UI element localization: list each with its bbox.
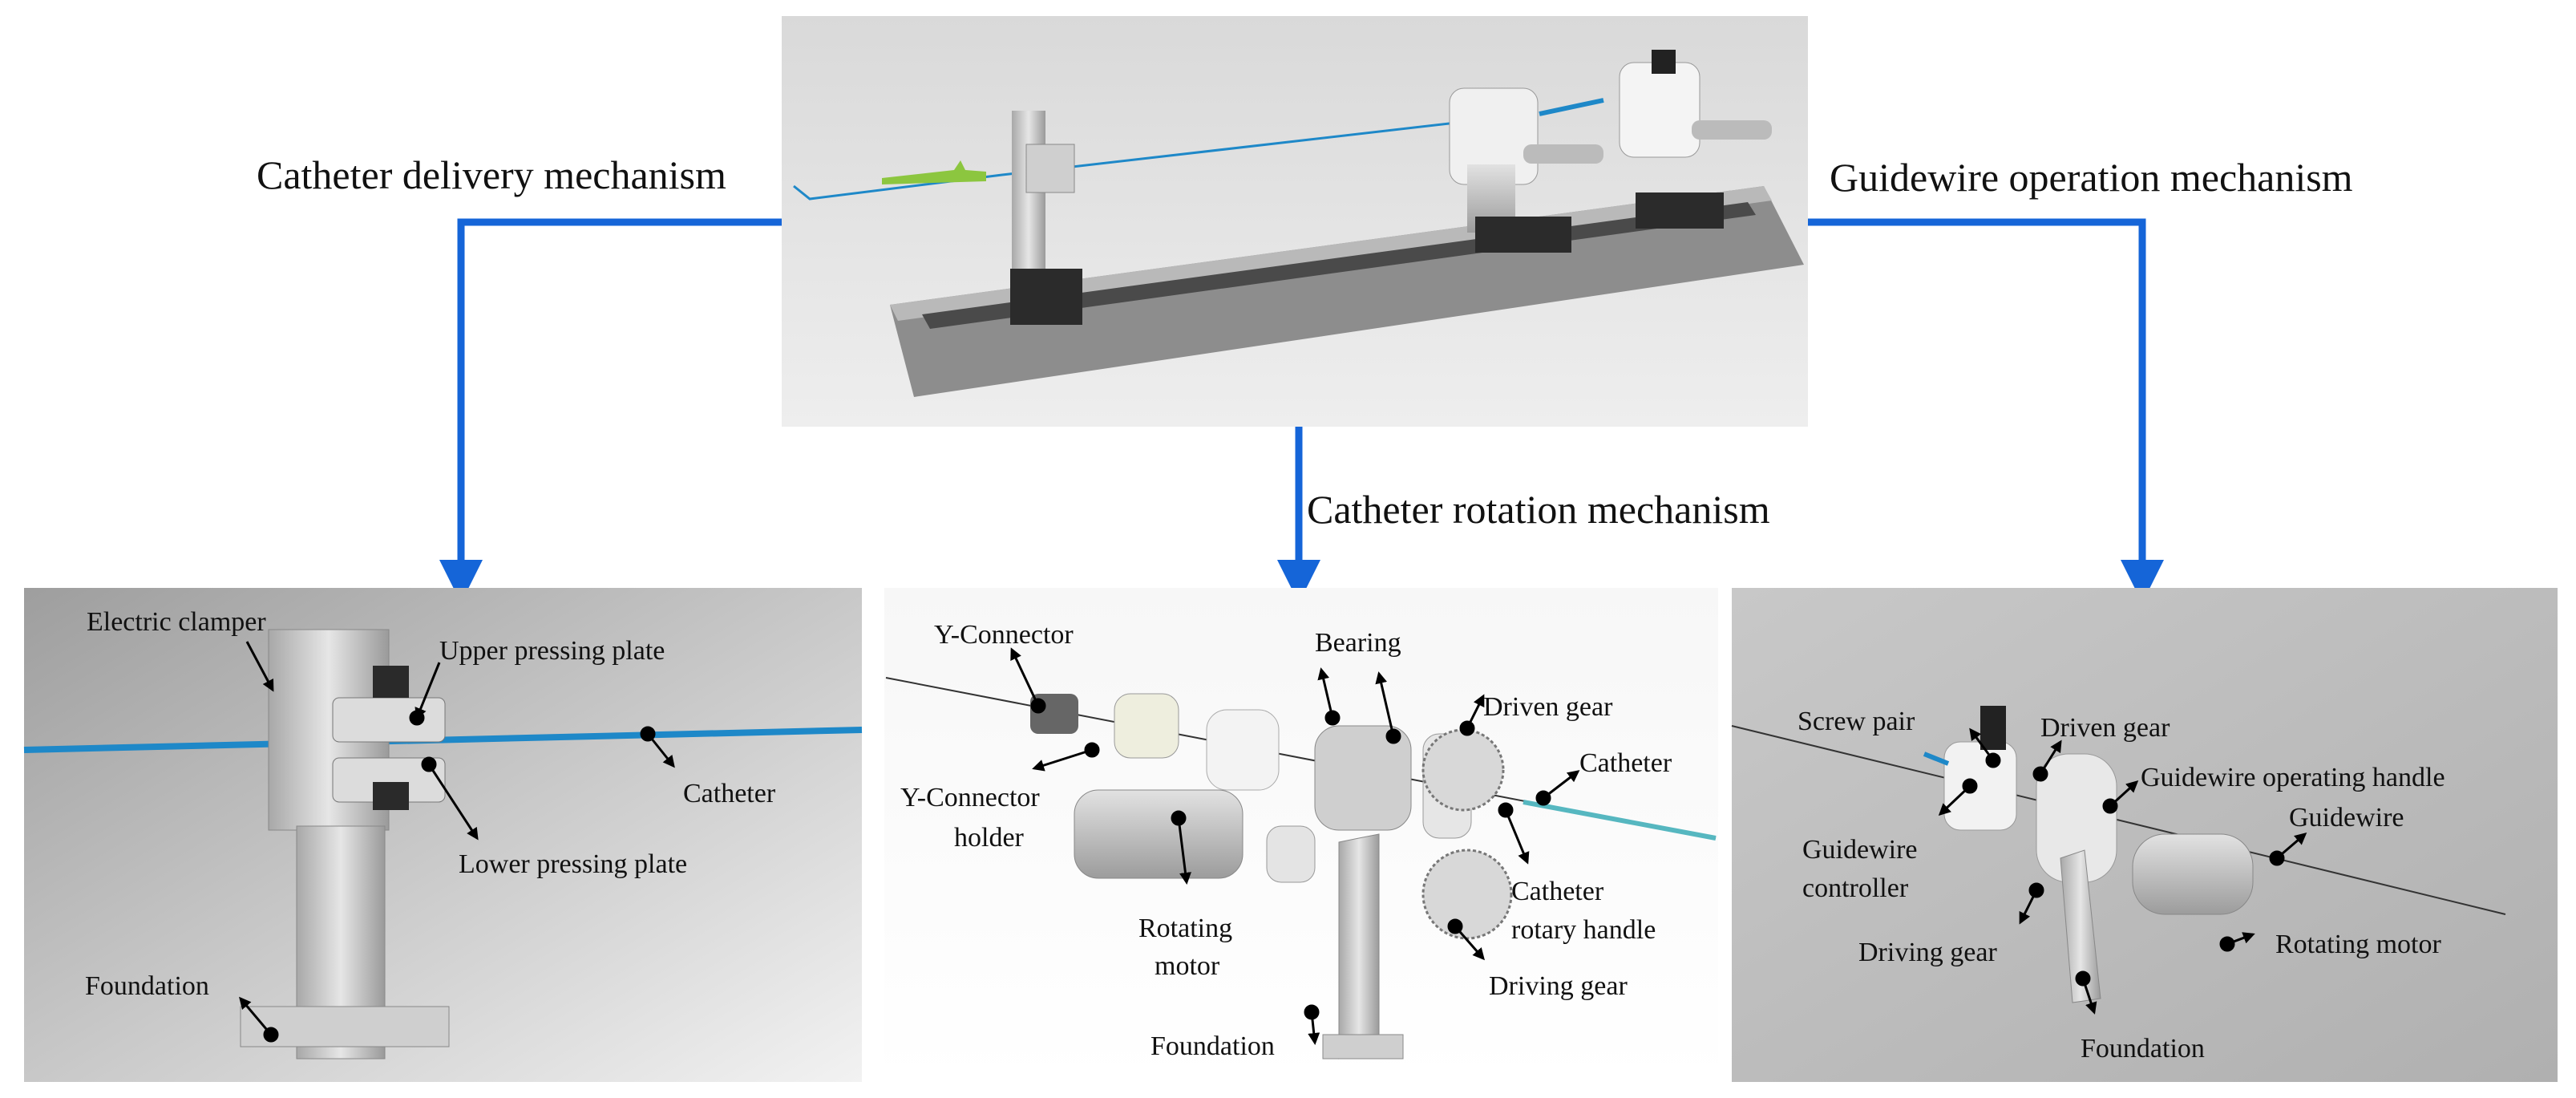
- arrow-to-guidewire: [1808, 218, 2164, 603]
- label-driven-gear-mid: Driven gear: [1483, 692, 1613, 722]
- right-panel-callouts: [1938, 727, 2307, 1015]
- label-guidewire-controller-2: controller: [1802, 873, 1909, 903]
- arrow-to-delivery: [439, 218, 782, 603]
- label-driving-gear-mid: Driving gear: [1489, 971, 1628, 1001]
- label-catheter-rotary-handle-1: Catheter: [1511, 877, 1604, 906]
- label-foundation-right: Foundation: [2081, 1034, 2205, 1064]
- label-bearing: Bearing: [1315, 628, 1401, 658]
- label-catheter-left: Catheter: [683, 779, 776, 808]
- label-rotating-motor-right: Rotating motor: [2275, 930, 2442, 959]
- label-y-connector-holder-2: holder: [954, 823, 1025, 853]
- label-screw-pair: Screw pair: [1798, 707, 1915, 736]
- title-guidewire-operation: Guidewire operation mechanism: [1830, 155, 2353, 200]
- label-catheter-mid: Catheter: [1579, 748, 1672, 778]
- left-panel-delivery: [23, 588, 863, 1082]
- title-catheter-rotation: Catheter rotation mechanism: [1307, 487, 1770, 532]
- right-panel-guidewire: [1731, 588, 2558, 1082]
- flow-arrows: [439, 218, 2164, 603]
- title-catheter-delivery: Catheter delivery mechanism: [257, 152, 726, 197]
- label-rotating-motor-mid-2: motor: [1155, 951, 1220, 981]
- label-guidewire: Guidewire: [2289, 803, 2404, 833]
- label-driving-gear-right: Driving gear: [1858, 938, 1997, 967]
- label-y-connector-holder-1: Y-Connector: [900, 783, 1040, 812]
- label-guidewire-controller-1: Guidewire: [1802, 835, 1918, 865]
- top-assembly-render: [782, 16, 1808, 427]
- label-guidewire-operating-handle: Guidewire operating handle: [2141, 763, 2445, 792]
- label-foundation-mid: Foundation: [1151, 1031, 1275, 1061]
- label-foundation-left: Foundation: [85, 971, 209, 1001]
- middle-panel-callouts: [1010, 647, 1580, 1045]
- label-upper-pressing-plate: Upper pressing plate: [439, 636, 665, 666]
- label-driven-gear-right: Driven gear: [2040, 713, 2170, 743]
- left-panel-callouts: [239, 641, 675, 1043]
- label-lower-pressing-plate: Lower pressing plate: [459, 849, 687, 879]
- label-rotating-motor-mid-1: Rotating: [1138, 914, 1232, 943]
- label-y-connector: Y-Connector: [934, 620, 1074, 650]
- middle-panel-rotation: [884, 588, 1718, 1082]
- label-catheter-rotary-handle-2: rotary handle: [1511, 915, 1656, 945]
- label-electric-clamper: Electric clamper: [87, 607, 266, 637]
